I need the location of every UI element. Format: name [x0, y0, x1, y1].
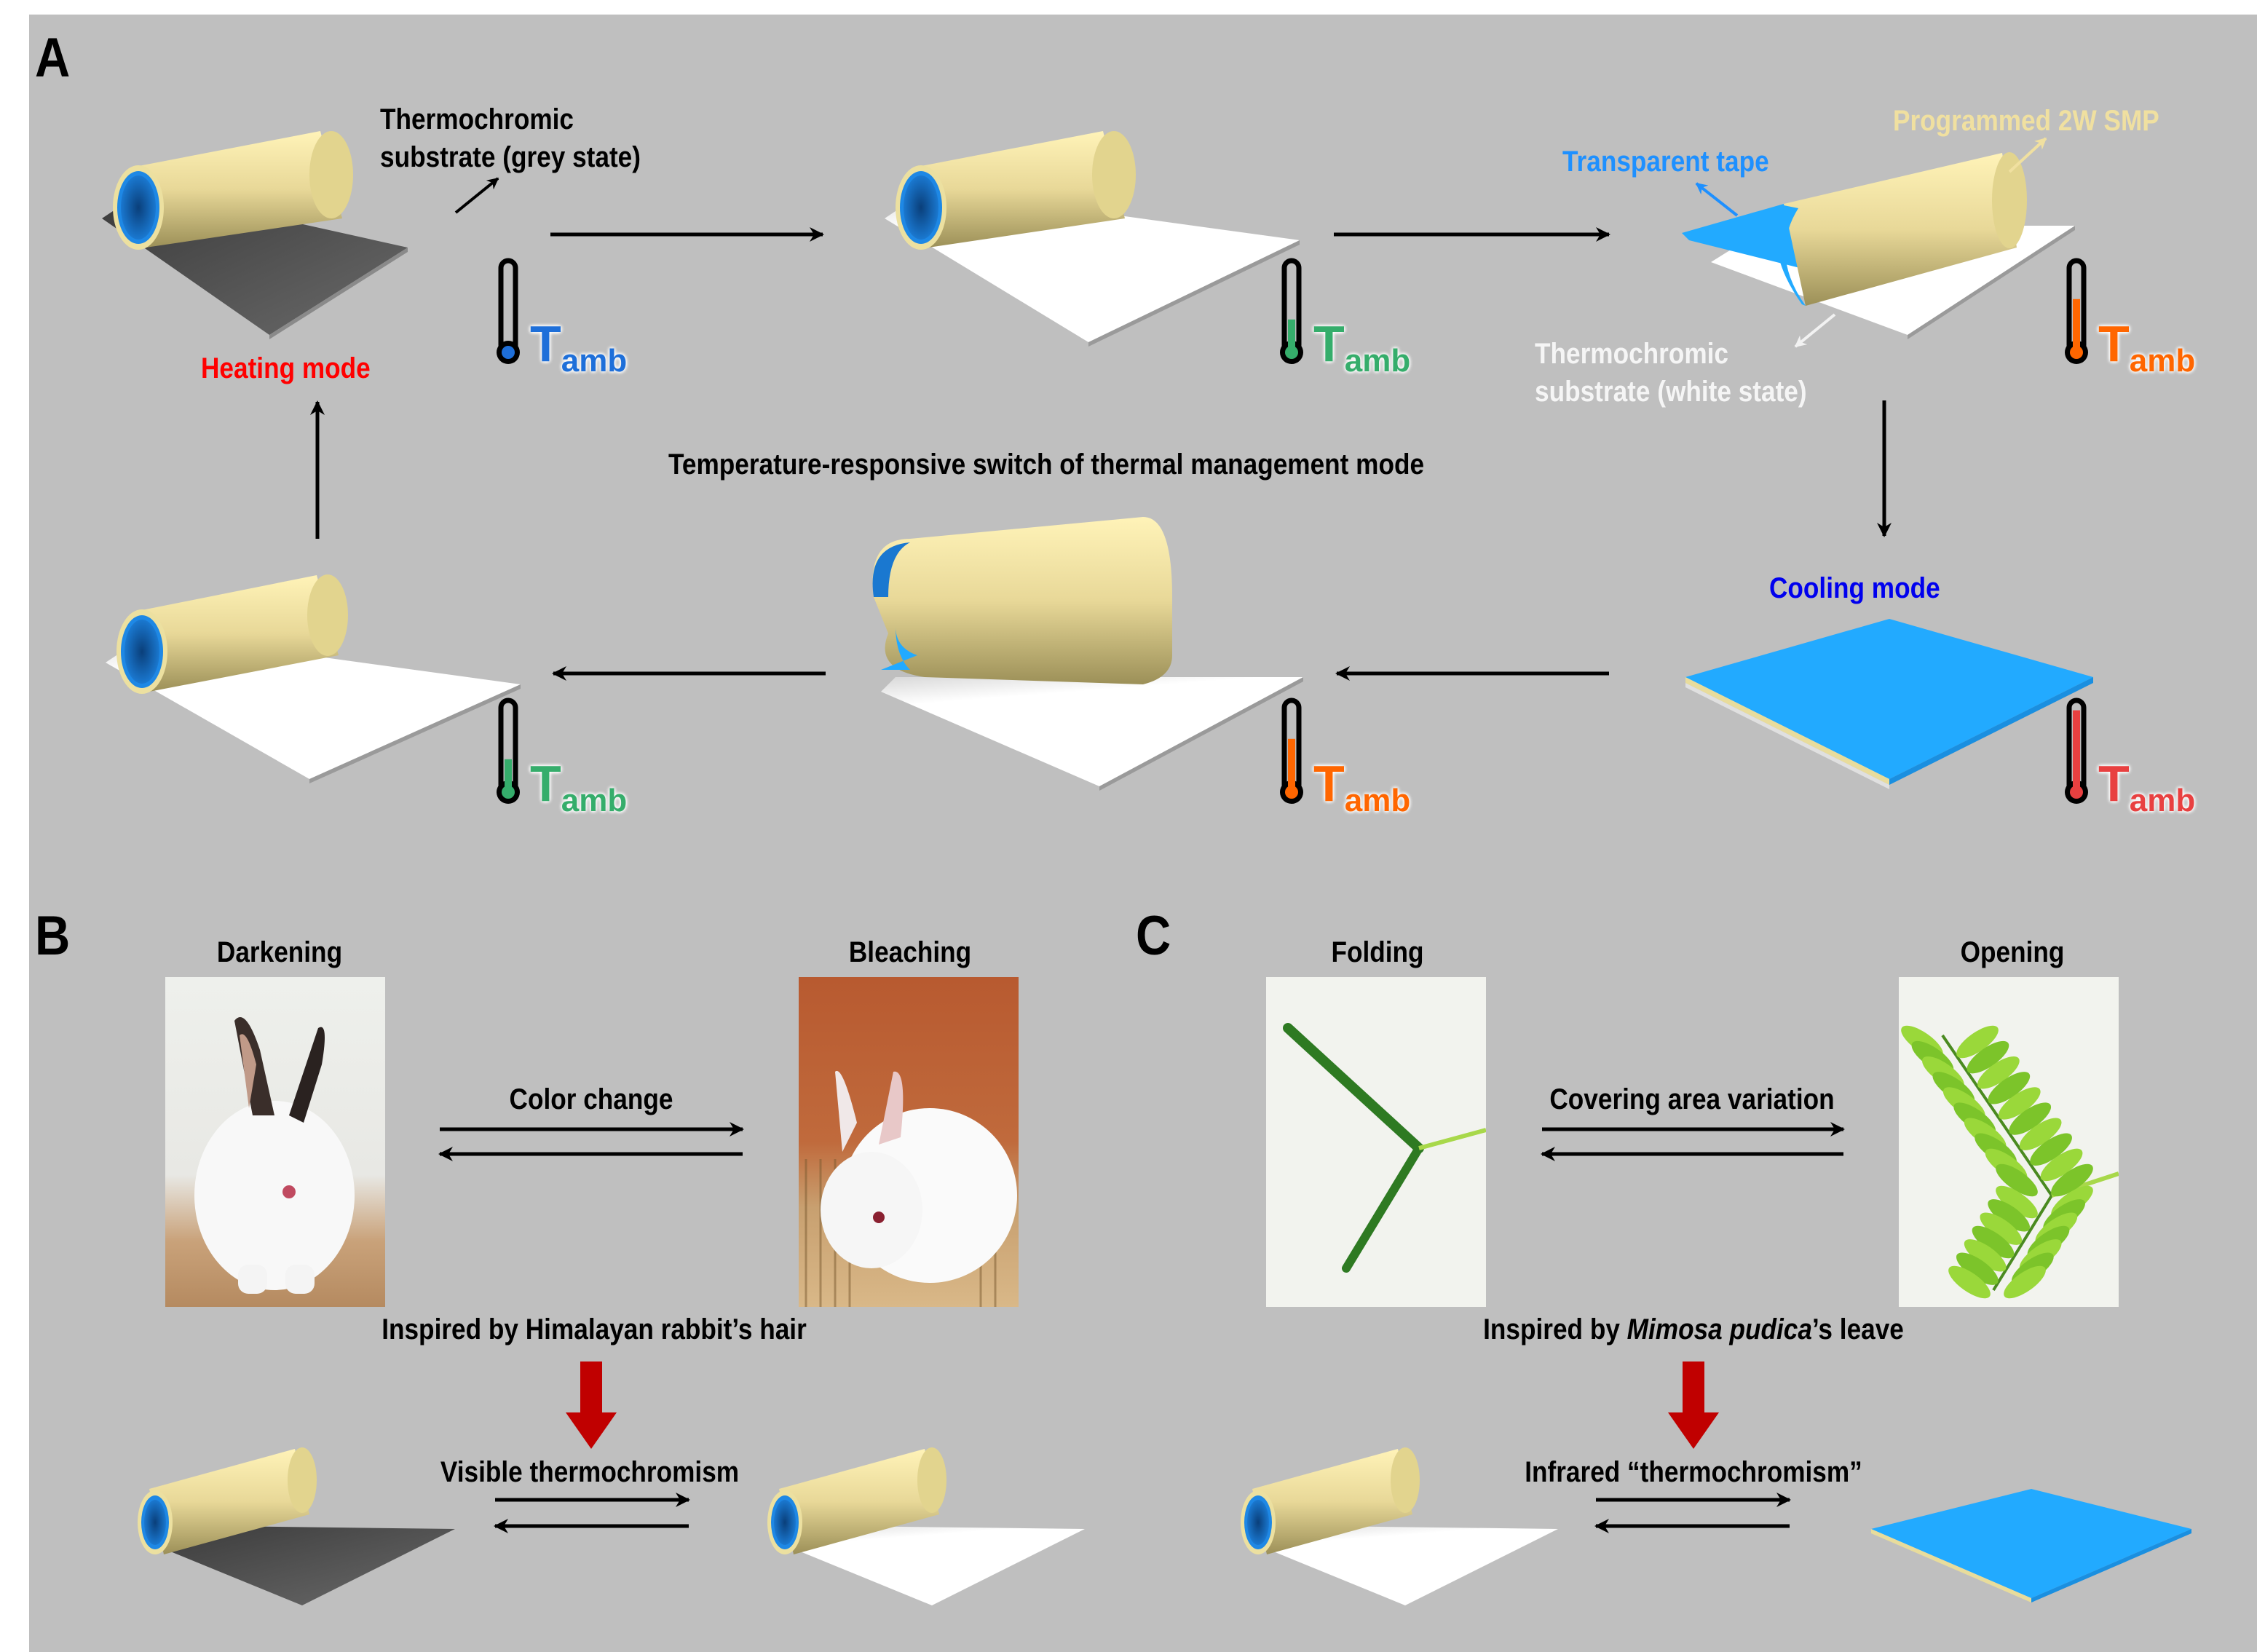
- rabbit-illustration: [194, 1017, 355, 1294]
- leaflet: [1967, 1040, 2009, 1074]
- leaflet: [2019, 1118, 2062, 1150]
- label-thermochromic-grey-2: substrate (grey state): [380, 141, 641, 173]
- amb-subscript: amb: [561, 783, 628, 818]
- caption-opening: Opening: [1960, 936, 2065, 968]
- leaflet: [1996, 1163, 2038, 1197]
- rerolling-film: [872, 517, 1303, 791]
- arrow-label-covering-area: Covering area variation: [1549, 1083, 1835, 1115]
- leaflet: [1980, 1212, 2023, 1245]
- thermometer-icon: [497, 258, 520, 364]
- leaflet: [2030, 1133, 2072, 1166]
- leaflet: [1977, 1056, 2020, 1089]
- t-amb-label: Tamb: [2098, 754, 2195, 818]
- photo-rabbit-bleaching: [799, 977, 1019, 1307]
- small-flat-blue-c: [1871, 1489, 2191, 1602]
- pointer-smp: [2008, 137, 2047, 173]
- caption-bleaching: Bleaching: [848, 936, 972, 968]
- rolled-film-white: [885, 131, 1300, 347]
- thermometer-icon: [2065, 697, 2088, 804]
- inspired-prefix: Inspired by: [1483, 1313, 1627, 1345]
- rabbit-illustration-white: [805, 1070, 1017, 1307]
- arrow-label-color-change: Color change: [509, 1083, 673, 1115]
- t-symbol: T: [2098, 315, 2130, 372]
- thermometer-icon: [1280, 258, 1303, 364]
- unrolling-film: [1682, 152, 2075, 339]
- thermometer-icon: [497, 697, 520, 804]
- t-amb-label: Tamb: [530, 315, 627, 379]
- leaflet: [1988, 1199, 2030, 1232]
- t-symbol: T: [530, 315, 561, 372]
- label-heating-mode: Heating mode: [201, 352, 371, 384]
- small-roll-white: [767, 1447, 1085, 1605]
- amb-subscript: amb: [2129, 343, 2196, 379]
- label-cooling-mode: Cooling mode: [1769, 572, 1940, 604]
- leaflet: [1964, 1239, 2007, 1272]
- thermometer-icon: [1280, 697, 1303, 804]
- t-amb-label: Tamb: [1313, 315, 1410, 379]
- panel-a-title: Temperature-responsive switch of thermal…: [668, 448, 1425, 481]
- rolled-film-white-2: [106, 574, 521, 783]
- label-thermochromic-grey-1: Thermochromic: [380, 103, 574, 135]
- small-roll-grey: [138, 1447, 455, 1605]
- panel-label-a: A: [35, 27, 71, 89]
- leaflet: [1998, 1087, 2041, 1120]
- leaflet: [1988, 1072, 2031, 1104]
- pointer-white-substrate: [1794, 313, 1836, 348]
- folded-leaf-illustration: [1283, 1023, 1486, 1273]
- inspired-rabbit: Inspired by Himalayan rabbit’s hair: [382, 1313, 807, 1345]
- t-amb-label: Tamb: [1313, 754, 1410, 818]
- leaflet: [2051, 1163, 2093, 1197]
- t-symbol: T: [530, 755, 561, 812]
- small-roll-white-c: [1241, 1447, 1558, 1605]
- big-red-arrow-c: [1668, 1361, 1719, 1449]
- leaflet: [2040, 1148, 2083, 1182]
- photo-rabbit-darkening: [165, 977, 385, 1307]
- label-transparent-tape: Transparent tape: [1562, 146, 1769, 178]
- pointer-grey-substrate: [454, 177, 499, 214]
- inspired-suffix: ’s leave: [1811, 1313, 1904, 1345]
- amb-subscript: amb: [1344, 343, 1411, 379]
- caption-darkening: Darkening: [216, 936, 343, 968]
- inspired-species: Mimosa pudica: [1626, 1313, 1812, 1345]
- t-amb-label: Tamb: [530, 754, 627, 818]
- photo-mimosa-folding: [1266, 977, 1486, 1307]
- amb-subscript: amb: [561, 343, 628, 379]
- leaflet: [1956, 1025, 1999, 1059]
- big-red-arrow-b: [566, 1361, 617, 1449]
- t-symbol: T: [2098, 755, 2130, 812]
- panel-label-c: C: [1136, 905, 1171, 967]
- rolled-film-grey: [102, 131, 408, 339]
- leaflet: [1956, 1252, 1999, 1285]
- label-thermochromic-white-2: substrate (white state): [1535, 376, 1807, 408]
- flat-film-blue: [1685, 619, 2093, 789]
- photo-mimosa-opening: [1899, 977, 2119, 1307]
- amb-subscript: amb: [2129, 783, 2196, 818]
- thermometer-icon: [2065, 258, 2088, 364]
- caption-folding: Folding: [1331, 936, 1424, 968]
- t-symbol: T: [1313, 315, 1345, 372]
- t-symbol: T: [1313, 755, 1345, 812]
- amb-subscript: amb: [1344, 783, 1411, 818]
- open-leaf-illustration: [1901, 1025, 2119, 1299]
- leaflet: [1948, 1265, 1991, 1299]
- leaflet: [1972, 1225, 2015, 1259]
- result-visible-thermochromism: Visible thermochromism: [440, 1456, 740, 1488]
- leaflet: [2004, 1265, 2046, 1299]
- panel-label-b: B: [35, 905, 71, 967]
- result-infrared-thermochromism: Infrared “thermochromism”: [1525, 1456, 1862, 1488]
- leaflet: [2009, 1102, 2052, 1135]
- label-thermochromic-white-1: Thermochromic: [1535, 338, 1729, 370]
- pointer-transparent-tape: [1695, 182, 1739, 217]
- label-programmed-smp: Programmed 2W SMP: [1893, 105, 2159, 137]
- t-amb-label: Tamb: [2098, 315, 2195, 379]
- leaflet: [1996, 1185, 2038, 1219]
- inspired-mimosa: Inspired by Mimosa pudica’s leave: [1483, 1311, 1904, 1348]
